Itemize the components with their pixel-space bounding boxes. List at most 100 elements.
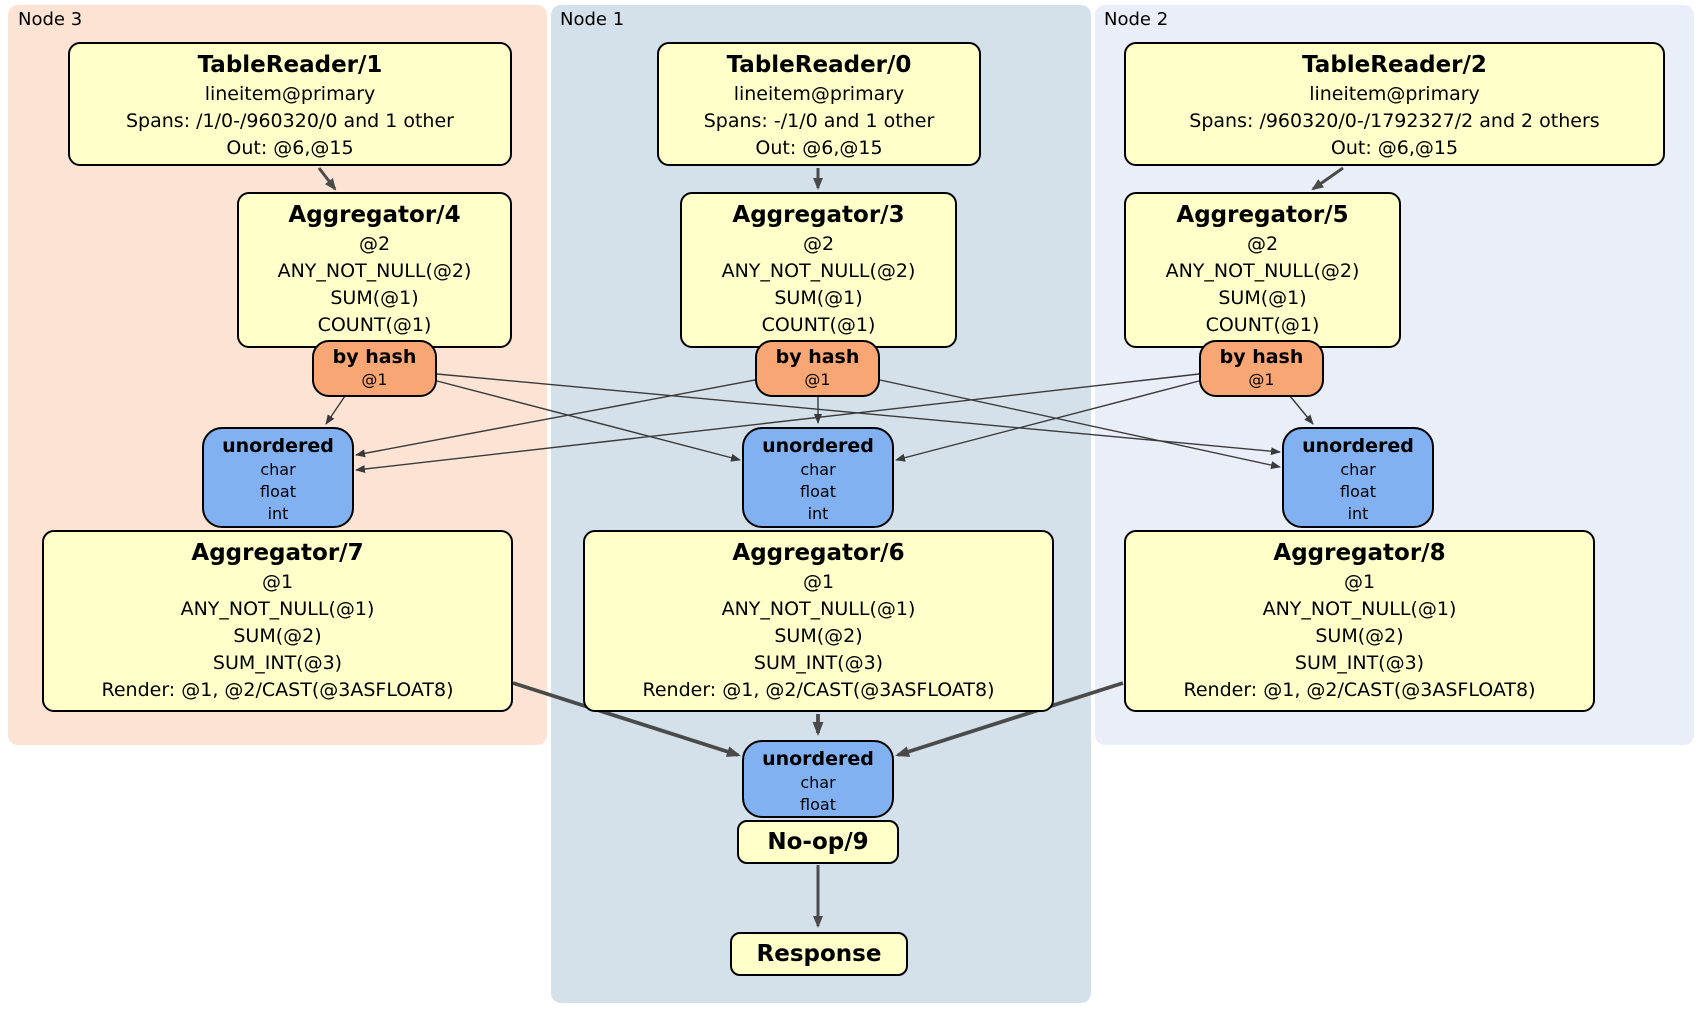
sync-col: char xyxy=(260,460,296,479)
edge-aggregator8-to-final-sync xyxy=(895,681,1124,757)
aggregator-4-line: ANY_NOT_NULL(@2) xyxy=(277,260,472,282)
unordered-sync-node1: unordered char float int xyxy=(742,427,894,528)
noop-title: No-op/9 xyxy=(767,829,869,855)
aggregator-5-line: COUNT(@1) xyxy=(1205,314,1320,336)
aggregator-6-box: Aggregator/6 @1 ANY_NOT_NULL(@1) SUM(@2)… xyxy=(583,530,1054,712)
unordered-sync-node3: unordered char float int xyxy=(202,427,354,528)
aggregator-5-line: SUM(@1) xyxy=(1218,287,1307,309)
aggregator-7-line: @1 xyxy=(261,571,294,593)
unordered-sync-node3-title: unordered xyxy=(222,435,334,457)
response-box: Response xyxy=(730,932,908,976)
tablereader-2-title: TableReader/2 xyxy=(1302,52,1487,78)
noop-box: No-op/9 xyxy=(737,820,899,864)
hash-router-node1: by hash @1 xyxy=(755,340,880,397)
edge-hash-node2-to-sync-node3 xyxy=(355,373,1200,473)
hash-router-node3: by hash @1 xyxy=(312,340,437,397)
tablereader-1-index: lineitem@primary xyxy=(204,83,376,105)
unordered-sync-node2-title: unordered xyxy=(1302,435,1414,457)
aggregator-4-line: SUM(@1) xyxy=(330,287,419,309)
sync-col: char xyxy=(1340,460,1376,479)
node3-label: Node 3 xyxy=(18,9,83,30)
unordered-sync-node2: unordered char float int xyxy=(1282,427,1434,528)
aggregator-7-line: ANY_NOT_NULL(@1) xyxy=(180,598,375,620)
aggregator-7-line: SUM_INT(@3) xyxy=(212,652,343,674)
aggregator-7-title: Aggregator/7 xyxy=(191,540,364,566)
hash-router-node2-title: by hash xyxy=(1219,346,1304,368)
edge-hash-node3-to-sync-node1 xyxy=(436,380,741,462)
aggregator-8-line: @1 xyxy=(1343,571,1376,593)
sync-col: char xyxy=(800,773,836,792)
aggregator-6-line: ANY_NOT_NULL(@1) xyxy=(721,598,916,620)
edge-aggregator7-to-final-sync xyxy=(512,681,741,757)
aggregator-6-line: SUM_INT(@3) xyxy=(753,652,884,674)
aggregator-7-box: Aggregator/7 @1 ANY_NOT_NULL(@1) SUM(@2)… xyxy=(42,530,513,712)
aggregator-5-line: ANY_NOT_NULL(@2) xyxy=(1165,260,1360,282)
hash-router-node3-key: @1 xyxy=(361,370,388,389)
tablereader-0-index: lineitem@primary xyxy=(733,83,905,105)
tablereader-1-spans: Spans: /1/0-/960320/0 and 1 other xyxy=(126,110,454,132)
tablereader-0-box: TableReader/0 lineitem@primary Spans: -/… xyxy=(657,42,981,166)
aggregator-8-box: Aggregator/8 @1 ANY_NOT_NULL(@1) SUM(@2)… xyxy=(1124,530,1595,712)
edge-tablereader2-to-aggregator5 xyxy=(1311,166,1344,191)
aggregator-6-line: @1 xyxy=(802,571,835,593)
edge-hash-node3-to-sync-node3 xyxy=(325,395,346,425)
tablereader-2-box: TableReader/2 lineitem@primary Spans: /9… xyxy=(1124,42,1665,166)
aggregator-4-line: COUNT(@1) xyxy=(317,314,432,336)
aggregator-8-title: Aggregator/8 xyxy=(1273,540,1446,566)
tablereader-0-out: Out: @6,@15 xyxy=(755,137,883,159)
edge-hash-node1-to-sync-node2 xyxy=(879,379,1281,469)
aggregator-8-line: ANY_NOT_NULL(@1) xyxy=(1262,598,1457,620)
hash-router-node3-title: by hash xyxy=(332,346,417,368)
tablereader-2-index: lineitem@primary xyxy=(1309,83,1480,105)
aggregator-3-line: SUM(@1) xyxy=(774,287,863,309)
aggregator-4-line: @2 xyxy=(358,233,391,255)
sync-col: int xyxy=(1347,504,1369,523)
aggregator-5-line: @2 xyxy=(1246,233,1279,255)
edge-hash-node1-to-sync-node3 xyxy=(355,379,756,458)
tablereader-1-out: Out: @6,@15 xyxy=(226,137,354,159)
hash-router-node2-key: @1 xyxy=(1248,370,1275,389)
node1-label: Node 1 xyxy=(560,9,625,30)
tablereader-0-title: TableReader/0 xyxy=(726,52,912,78)
tablereader-1-title: TableReader/1 xyxy=(197,52,383,78)
aggregator-6-line: SUM(@2) xyxy=(774,625,863,647)
aggregator-5-box: Aggregator/5 @2 ANY_NOT_NULL(@2) SUM(@1)… xyxy=(1124,192,1401,348)
unordered-sync-final-title: unordered xyxy=(762,748,874,770)
aggregator-5-title: Aggregator/5 xyxy=(1176,202,1349,228)
aggregator-8-render: Render: @1, @2/CAST(@3ASFLOAT8) xyxy=(1183,679,1536,701)
tablereader-0-spans: Spans: -/1/0 and 1 other xyxy=(703,110,935,132)
aggregator-3-box: Aggregator/3 @2 ANY_NOT_NULL(@2) SUM(@1)… xyxy=(680,192,957,348)
unordered-sync-final: unordered char float xyxy=(742,740,894,818)
sync-col: float xyxy=(800,482,836,501)
sync-col: float xyxy=(800,795,836,814)
aggregator-7-line: SUM(@2) xyxy=(233,625,322,647)
hash-router-node1-title: by hash xyxy=(775,346,860,368)
aggregator-8-line: SUM(@2) xyxy=(1315,625,1404,647)
hash-router-node1-key: @1 xyxy=(804,370,831,389)
sync-col: float xyxy=(1340,482,1376,501)
sync-col: int xyxy=(267,504,289,523)
sync-col: float xyxy=(260,482,296,501)
aggregator-4-title: Aggregator/4 xyxy=(288,202,461,228)
aggregator-4-box: Aggregator/4 @2 ANY_NOT_NULL(@2) SUM(@1)… xyxy=(237,192,512,348)
sync-col: int xyxy=(807,504,829,523)
sync-col: char xyxy=(800,460,836,479)
tablereader-2-spans: Spans: /960320/0-/1792327/2 and 2 others xyxy=(1189,110,1600,132)
tablereader-2-out: Out: @6,@15 xyxy=(1330,137,1459,159)
aggregator-3-line: COUNT(@1) xyxy=(761,314,876,336)
response-title: Response xyxy=(756,941,882,967)
aggregator-6-render: Render: @1, @2/CAST(@3ASFLOAT8) xyxy=(642,679,995,701)
edge-hash-node2-to-sync-node2 xyxy=(1289,395,1314,425)
aggregator-3-line: ANY_NOT_NULL(@2) xyxy=(721,260,916,282)
hash-router-node2: by hash @1 xyxy=(1199,340,1324,397)
node2-label: Node 2 xyxy=(1104,9,1169,30)
aggregator-7-render: Render: @1, @2/CAST(@3ASFLOAT8) xyxy=(101,679,454,701)
aggregator-6-title: Aggregator/6 xyxy=(732,540,905,566)
aggregator-8-line: SUM_INT(@3) xyxy=(1294,652,1425,674)
aggregator-3-line: @2 xyxy=(802,233,835,255)
edge-tablereader1-to-aggregator4 xyxy=(317,167,337,191)
edge-hash-node2-to-sync-node1 xyxy=(895,380,1200,462)
unordered-sync-node1-title: unordered xyxy=(762,435,874,457)
